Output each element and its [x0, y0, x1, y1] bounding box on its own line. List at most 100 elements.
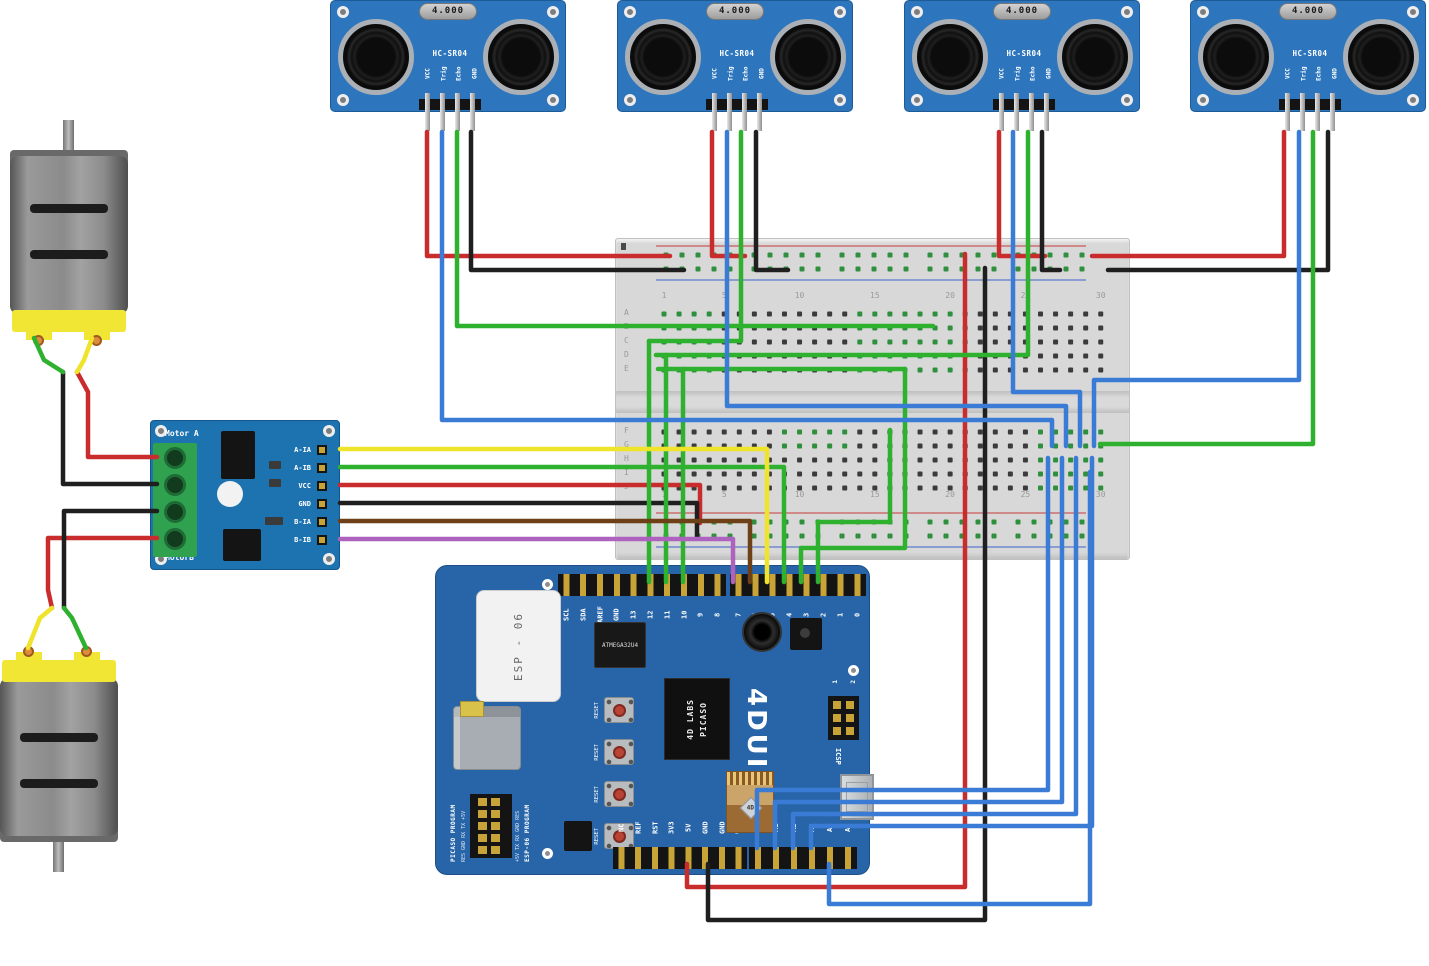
analog-header[interactable] [749, 847, 857, 869]
breadboard-hole [977, 485, 983, 491]
breadboard-hole [1053, 367, 1059, 373]
rail-stripe [656, 546, 1086, 548]
mounting-hole [911, 6, 923, 18]
sensor-pins[interactable] [999, 93, 1049, 131]
breadboard-hole-connected [903, 266, 909, 272]
breadboard-hole-connected [947, 311, 953, 317]
motor-terminal[interactable] [91, 335, 102, 346]
icsp-header[interactable] [828, 696, 859, 740]
motor-body [10, 156, 128, 314]
breadboard-row-label: D [624, 350, 629, 359]
wire-red-6[interactable] [74, 369, 160, 460]
breadboard-hole [1022, 367, 1028, 373]
icsp-pin2-label: 2 [850, 680, 857, 684]
breadboard-hole [812, 339, 818, 345]
wire-green-28[interactable] [61, 605, 89, 651]
reset-button[interactable] [604, 823, 634, 849]
sensor-pin-label: VCC [424, 68, 432, 80]
breadboard-hole-connected [663, 252, 669, 258]
breadboard-hole-connected [1053, 471, 1059, 477]
reset-button[interactable] [604, 781, 634, 807]
breadboard-hole-connected [679, 533, 685, 539]
breadboard-hole-connected [691, 353, 697, 359]
breadboard-hole-connected [975, 519, 981, 525]
breadboard-row-label: E [624, 364, 629, 373]
breadboard-hole [766, 367, 772, 373]
wire-black-15[interactable] [61, 508, 160, 611]
wire-red-7[interactable] [45, 535, 160, 611]
pin-label: 5V [684, 823, 693, 833]
breadboard-row-label: F [624, 426, 629, 435]
motor-terminal[interactable] [23, 646, 34, 657]
wire-yellow-31[interactable] [25, 605, 55, 651]
breadboard-hole-connected [727, 252, 733, 258]
reset-button[interactable] [604, 739, 634, 765]
breadboard-hole [751, 471, 757, 477]
usb-connector[interactable] [840, 774, 874, 820]
pin-label: NC [617, 823, 626, 833]
wire-black-14[interactable] [60, 369, 160, 487]
breadboard-hole [992, 325, 998, 331]
breadboard-hole [977, 311, 983, 317]
sensor-model-label: HC-SR04 [432, 49, 468, 58]
driver-header-pins[interactable] [317, 445, 327, 545]
digital-header-left[interactable] [558, 574, 726, 596]
atmega-chip-label: ATMEGA32U4 [601, 641, 639, 649]
breadboard-hole-connected [1098, 443, 1104, 449]
reset-button[interactable] [604, 697, 634, 723]
breadboard-hole-connected [932, 339, 938, 345]
breadboard-hole-connected [1098, 471, 1104, 477]
breadboard-hole [766, 325, 772, 331]
breadboard-hole-connected [872, 367, 878, 373]
breadboard-hole-connected [711, 252, 717, 258]
breadboard-hole-connected [827, 429, 833, 435]
sensor-model-label: HC-SR04 [1006, 49, 1042, 58]
breadboard-hole-connected [1031, 252, 1037, 258]
breadboard-hole [781, 471, 787, 477]
sensor-pins[interactable] [712, 93, 762, 131]
breadboard-hole-connected [959, 252, 965, 258]
wire-black-11[interactable] [1105, 129, 1331, 273]
breadboard-hole-connected [947, 339, 953, 345]
wire-green-19[interactable] [1097, 129, 1316, 447]
breadboard-hole [751, 457, 757, 463]
pin-label: 8 [713, 612, 722, 618]
breadboard-hole [1022, 457, 1028, 463]
program-header[interactable] [470, 794, 512, 858]
breadboard-hole-connected [661, 367, 667, 373]
breadboard-hole [887, 429, 893, 435]
power-header[interactable] [613, 847, 747, 869]
breadboard-hole-connected [975, 266, 981, 272]
breadboard-hole [1098, 353, 1104, 359]
breadboard-hole-connected [751, 533, 757, 539]
reset-button-group: RESET [594, 738, 646, 766]
digital-header-right[interactable] [730, 574, 866, 596]
rail-stripe [656, 245, 1086, 247]
screw-terminal-block[interactable] [153, 443, 197, 557]
motor-vent-slot [20, 733, 98, 742]
dc-motor-2[interactable] [0, 646, 118, 872]
breadboard-hole [1068, 339, 1074, 345]
sensor-pins[interactable] [425, 93, 475, 131]
dc-motor-1[interactable] [10, 120, 128, 346]
breadboard-hole [932, 457, 938, 463]
microsd-slot[interactable] [453, 701, 521, 770]
mounting-hole [1121, 94, 1133, 106]
breadboard-column-label: 20 [945, 490, 955, 499]
motor-terminal[interactable] [81, 646, 92, 657]
smd-component [269, 461, 281, 469]
button-actuator [612, 787, 626, 801]
breadboard-hole [887, 457, 893, 463]
motor-terminal[interactable] [33, 335, 44, 346]
breadboard-hole-connected [797, 429, 803, 435]
sensor-pins[interactable] [1285, 93, 1335, 131]
